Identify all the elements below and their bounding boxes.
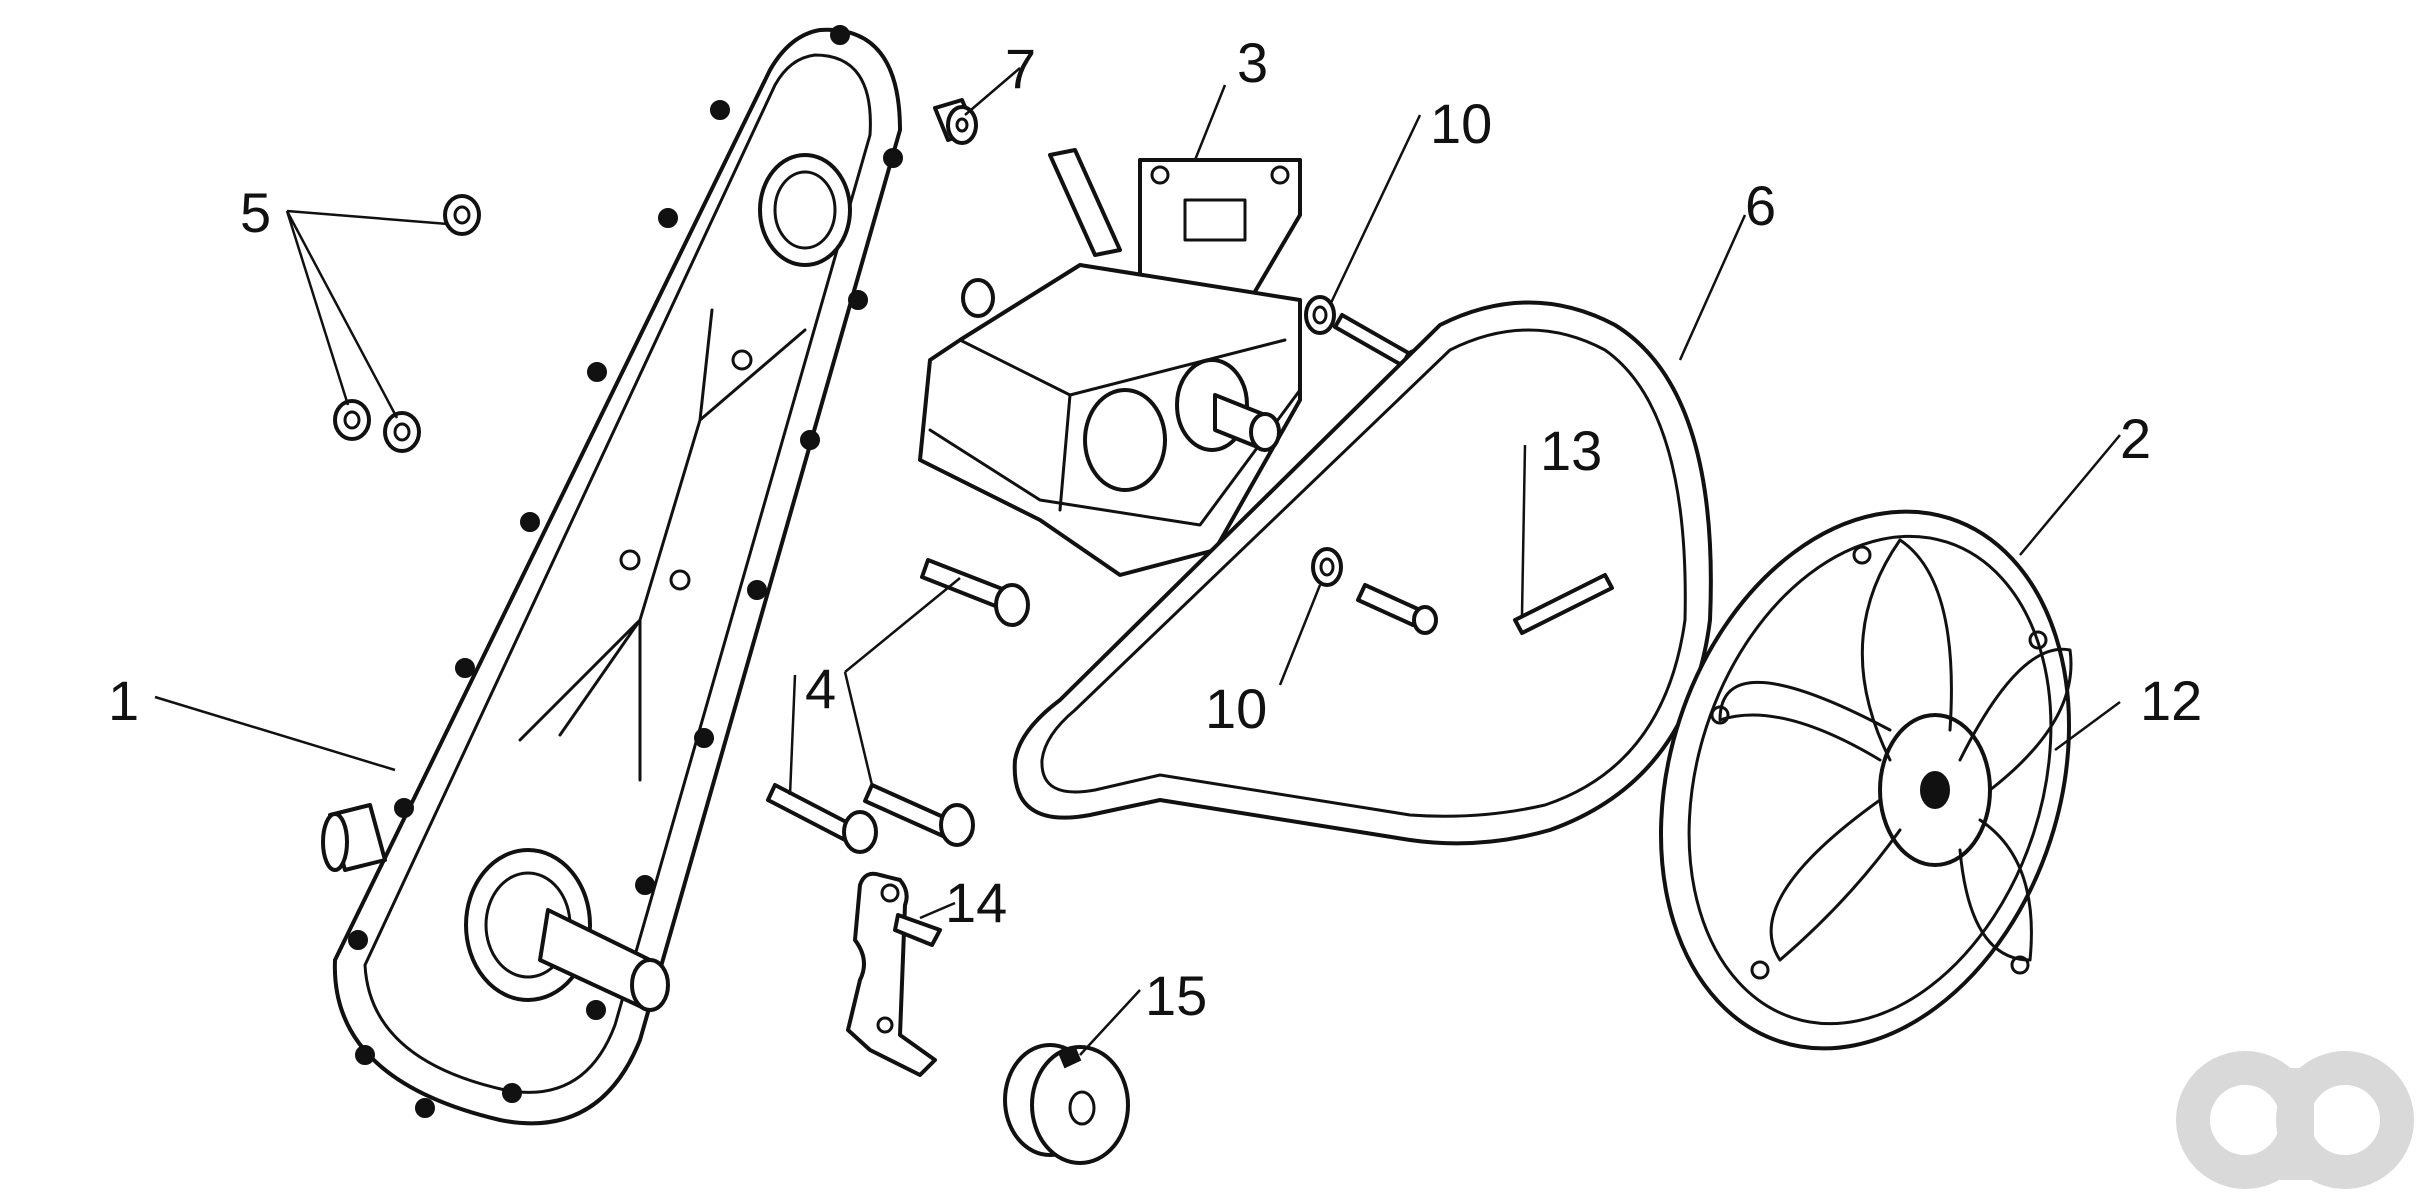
callout-5: 5: [240, 181, 271, 244]
callout-10-upper: 10: [1430, 92, 1492, 155]
callout-3: 3: [1237, 31, 1268, 94]
part-4-bolts: [766, 558, 1030, 854]
callout-2: 2: [2120, 407, 2151, 470]
leader-lines: [154, 67, 2121, 1056]
part-13-pin: [1513, 573, 1614, 635]
callout-1: 1: [108, 669, 139, 732]
callout-12: 12: [2140, 669, 2202, 732]
part-3-gearbox: [918, 148, 1302, 577]
callout-10-lower: 10: [1205, 677, 1267, 740]
callout-7: 7: [1005, 37, 1036, 100]
callout-13: 13: [1540, 419, 1602, 482]
callout-labels: 1 5 7 3 10 6 13 2 12 10 4 14 15: [108, 31, 2202, 1027]
part-5-nuts: [333, 194, 481, 453]
ao-logo-icon: [2176, 1051, 2414, 1189]
part-14-bracket: [846, 871, 942, 1077]
callout-14: 14: [945, 871, 1007, 934]
part-7-bushing: [933, 98, 978, 145]
callout-6: 6: [1745, 174, 1776, 237]
part-10-washer-lower: [1311, 547, 1438, 635]
callout-4: 4: [805, 657, 836, 720]
part-2-wheel-cover: [1659, 509, 2073, 1051]
part-15-pulley: [1003, 1043, 1130, 1165]
callout-15: 15: [1145, 964, 1207, 1027]
part-6-belt-guard: [1012, 300, 1713, 846]
part-1-chaincase: [321, 25, 903, 1126]
